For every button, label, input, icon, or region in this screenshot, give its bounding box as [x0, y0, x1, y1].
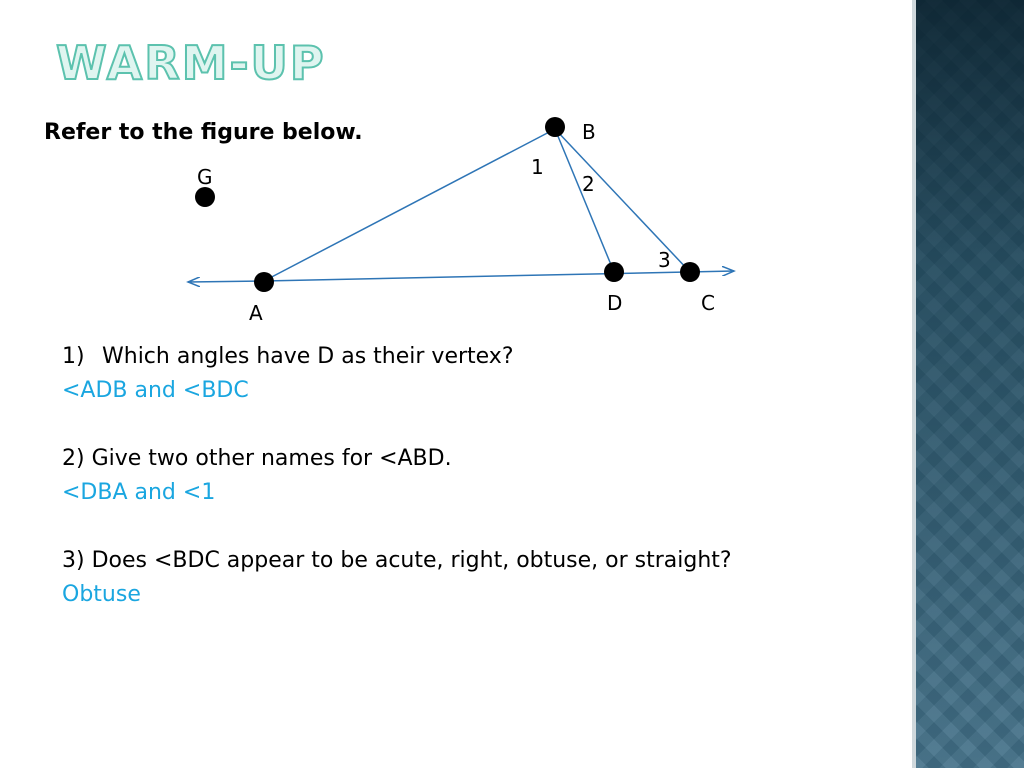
- point-a: [254, 272, 274, 292]
- questions-block: 1) Which angles have D as their vertex? <…: [62, 340, 902, 612]
- angle-label-2: 2: [582, 172, 595, 196]
- side-decorative-panel: [912, 0, 1024, 768]
- question-3: 3) Does <BDC appear to be acute, right, …: [62, 544, 902, 578]
- answer-3: Obtuse: [62, 582, 141, 607]
- segment-ab: [263, 128, 556, 282]
- line-adc: [263, 271, 734, 282]
- question-text: Does <BDC appear to be acute, right, obt…: [91, 548, 732, 573]
- question-text: Give two other names for <ABD.: [91, 446, 452, 471]
- point-g: [195, 187, 215, 207]
- label-g: G: [197, 165, 213, 189]
- question-number: 1): [62, 344, 85, 369]
- question-number: 3): [62, 548, 85, 573]
- slide-title: WARM-UP: [55, 36, 326, 90]
- angle-label-1: 1: [531, 155, 544, 179]
- angle-label-3: 3: [658, 248, 671, 272]
- figure-prompt: Refer to the figure below.: [44, 120, 363, 145]
- ray-left: [188, 281, 265, 282]
- answer-1: <ADB and <BDC: [62, 378, 249, 403]
- question-1: 1) Which angles have D as their vertex?: [62, 340, 902, 374]
- side-panel-edge: [912, 0, 916, 768]
- question-number: 2): [62, 446, 85, 471]
- answer-2: <DBA and <1: [62, 480, 216, 505]
- label-d: D: [607, 291, 622, 315]
- label-a: A: [249, 301, 263, 325]
- label-b: B: [582, 120, 596, 144]
- question-text: Which angles have D as their vertex?: [102, 344, 514, 369]
- segment-bc: [554, 128, 691, 273]
- point-c: [680, 262, 700, 282]
- label-c: C: [701, 291, 715, 315]
- question-2: 2) Give two other names for <ABD.: [62, 442, 902, 476]
- point-b: [545, 117, 565, 137]
- segment-bd: [554, 128, 615, 273]
- point-d: [604, 262, 624, 282]
